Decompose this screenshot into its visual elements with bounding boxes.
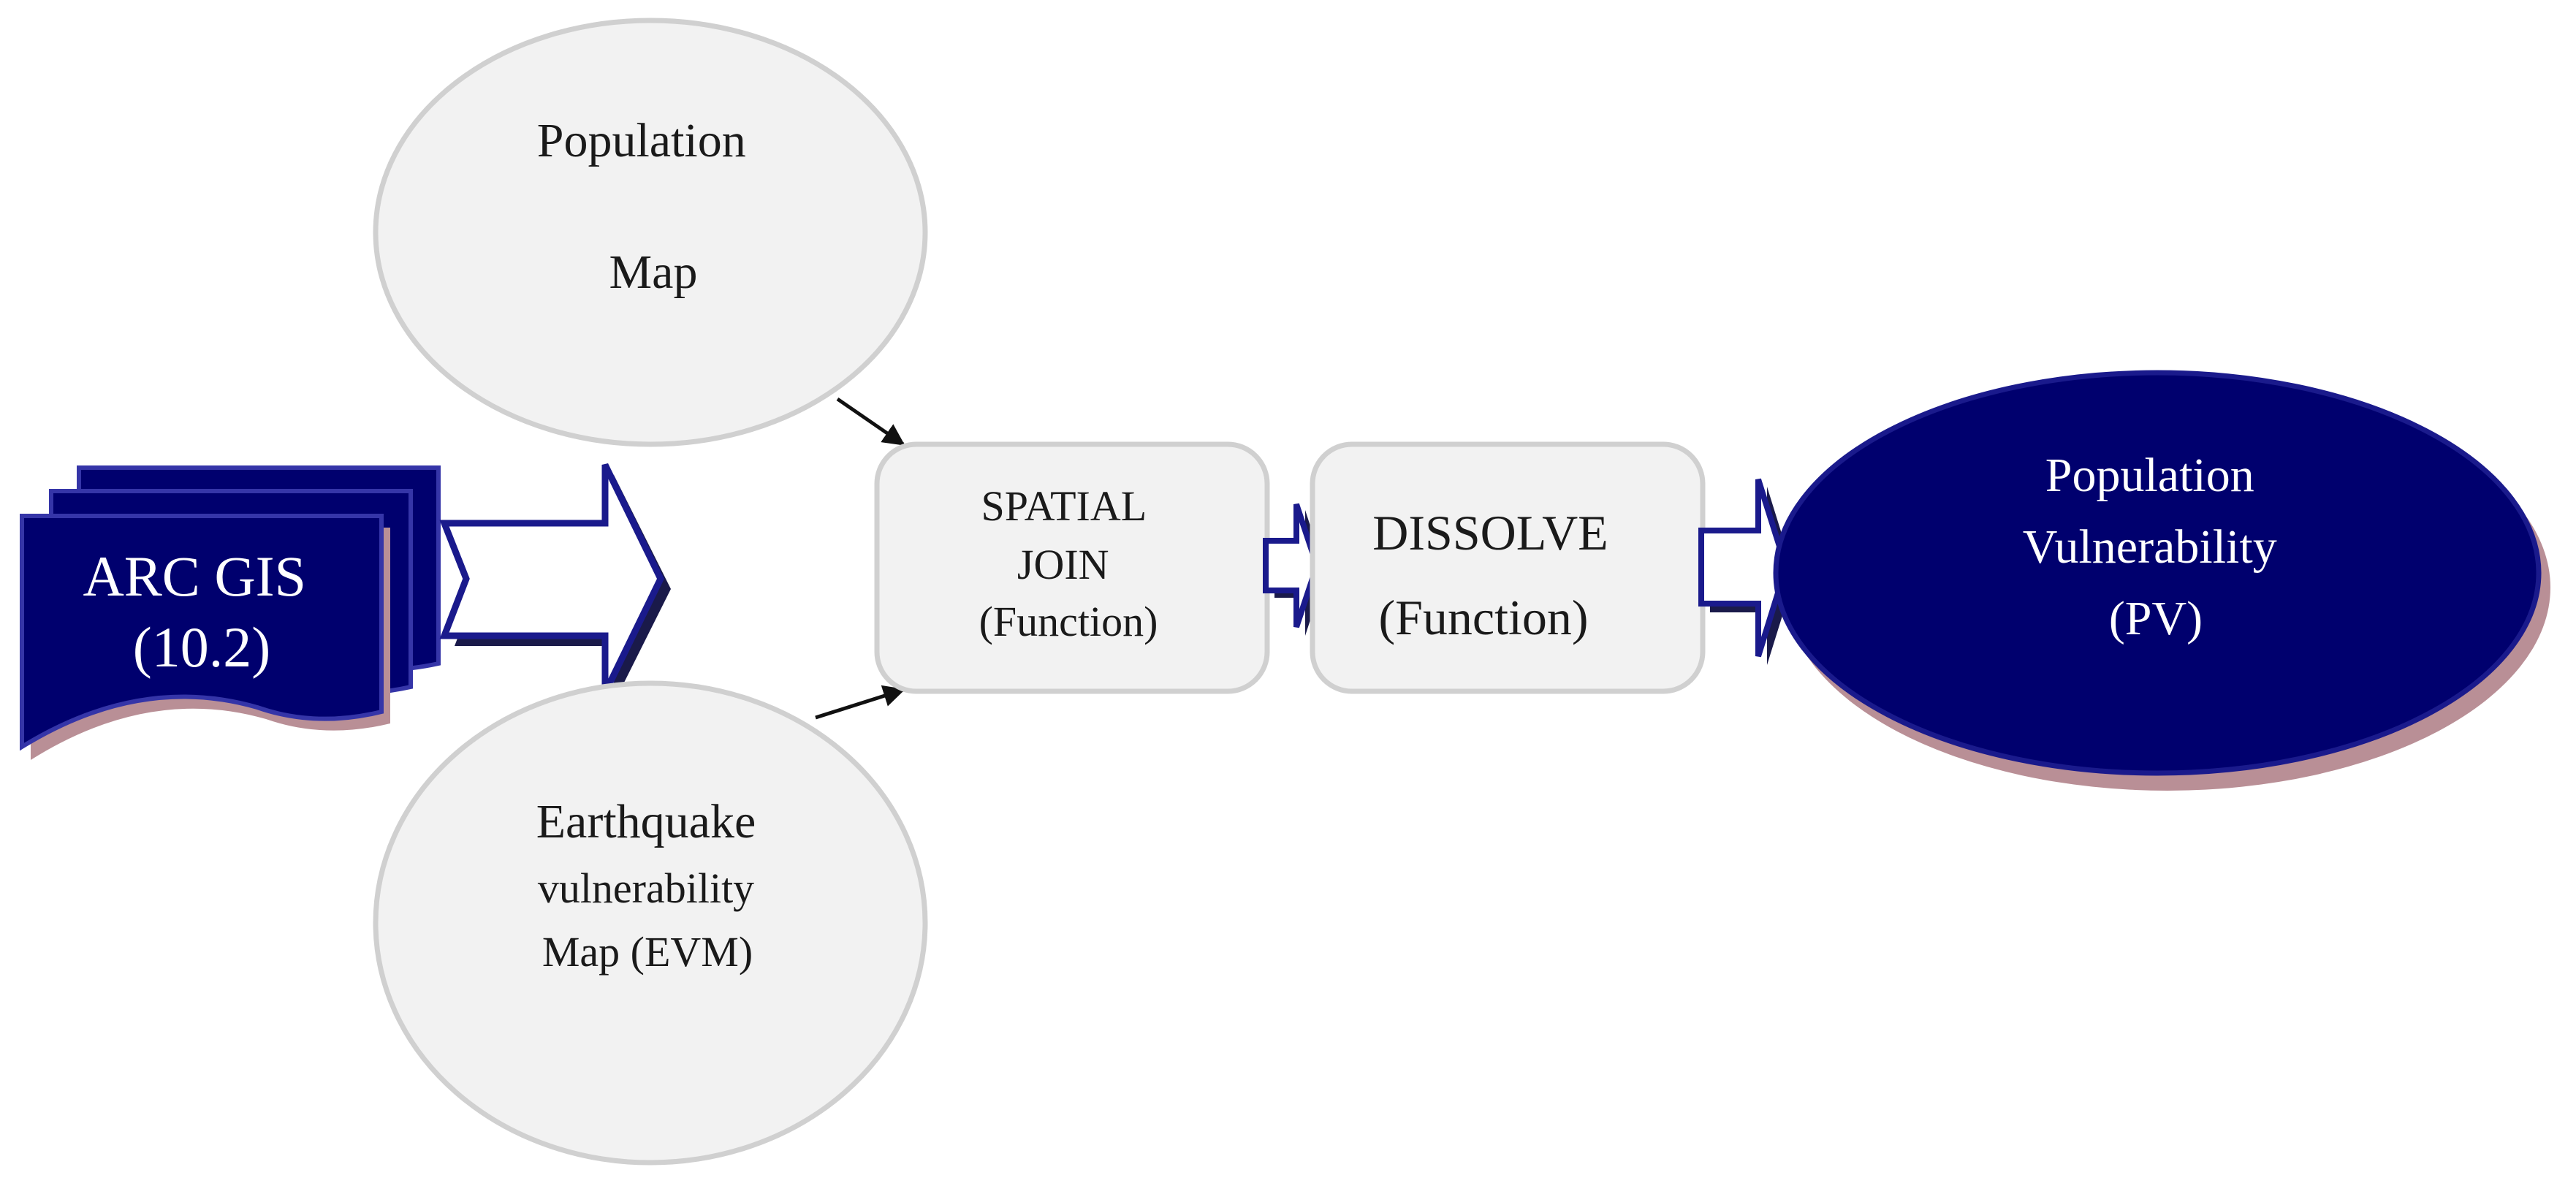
dissolve-box [1310, 441, 1706, 694]
arrow-evm-to-spatial-join [815, 685, 905, 720]
pv-node: Population Vulnerability (PV) [1773, 370, 2550, 791]
pv-label-line-2: Vulnerability [2023, 520, 2277, 574]
population-map-label: Population Map [537, 114, 759, 299]
dissolve-node: DISSOLVE (Function) [1310, 441, 1706, 694]
pv-label-line-1: Population [2045, 449, 2254, 502]
population-map-label-line-1: Population [537, 114, 746, 167]
evm-label: Earthquake vulnerability Map (EVM) [536, 795, 759, 976]
pv-label: Population Vulnerability (PV) [2023, 449, 2289, 645]
pv-ellipse [1773, 370, 2542, 776]
arcgis-label-line-2: (10.2) [133, 615, 270, 679]
population-map-ellipse [373, 18, 928, 447]
evm-ellipse [373, 680, 928, 1166]
spatial-join-label-line-3: (Function) [979, 598, 1158, 645]
dissolve-label-line-1: DISSOLVE [1372, 505, 1608, 560]
dissolve-to-pv-block-arrow [1698, 478, 1795, 665]
arcgis-label: ARC GIS (10.2) [83, 544, 320, 679]
dissolve-to-pv-arrow-shape [1698, 478, 1790, 658]
evm-label-line-2: vulnerability [538, 864, 754, 912]
pv-label-line-3: (PV) [2109, 592, 2203, 645]
arcgis-label-line-1: ARC GIS [83, 544, 306, 608]
arcgis-document-stack: ARC GIS (10.2) [20, 465, 441, 760]
spatial-to-dissolve-arrow-shape [1263, 503, 1321, 628]
evm-node: Earthquake vulnerability Map (EVM) [373, 680, 928, 1166]
evm-label-line-1: Earthquake [536, 795, 756, 848]
population-map-label-line-2: Map [609, 246, 698, 299]
spatial-join-label-line-2: JOIN [1017, 541, 1109, 588]
dissolve-label-line-2: (Function) [1378, 590, 1588, 645]
evm-label-line-3: Map (EVM) [542, 928, 753, 976]
arcgis-page-front [20, 514, 384, 751]
spatial-join-node: SPATIAL JOIN (Function) [874, 441, 1270, 694]
spatial-join-label: SPATIAL JOIN (Function) [979, 482, 1158, 645]
arrow-population-to-spatial-join [836, 397, 905, 446]
population-map-node: Population Map [373, 18, 928, 447]
spatial-join-label-line-1: SPATIAL [981, 482, 1145, 530]
dissolve-label: DISSOLVE (Function) [1372, 505, 1620, 645]
arcgis-block-arrow [439, 463, 671, 703]
